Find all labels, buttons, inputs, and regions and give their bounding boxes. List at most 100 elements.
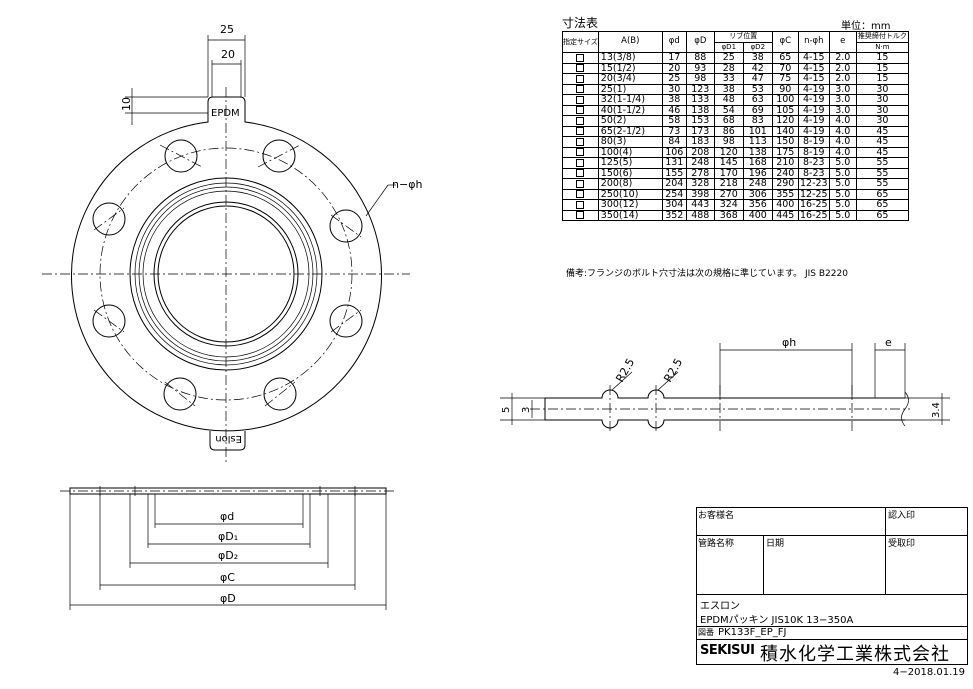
size-checkbox-cell[interactable]: [562, 52, 599, 64]
size-checkbox-cell[interactable]: [562, 115, 599, 127]
table-cell: 98: [685, 73, 715, 85]
size-checkbox-cell[interactable]: [562, 178, 599, 190]
size-checkbox[interactable]: [576, 211, 585, 219]
table-cell: 210: [771, 157, 799, 169]
size-checkbox-cell[interactable]: [562, 73, 599, 85]
table-cell: 17: [661, 52, 687, 64]
header-d: φd: [661, 31, 687, 53]
table-cell: 4-19: [797, 104, 830, 116]
table-cell: 65(2-1/2): [597, 125, 663, 137]
size-checkbox[interactable]: [576, 148, 585, 156]
size-checkbox-cell[interactable]: [562, 125, 599, 137]
table-cell: 5.0: [828, 157, 857, 169]
table-cell: 150: [771, 136, 799, 148]
size-checkbox-cell[interactable]: [562, 62, 599, 74]
table-cell: 38: [661, 94, 687, 106]
bolt-holes: [92, 139, 363, 411]
table-cell: 58: [661, 115, 687, 127]
table-cell: 4-19: [797, 125, 830, 137]
size-checkbox-cell[interactable]: [562, 209, 599, 221]
table-cell: 133: [685, 94, 715, 106]
size-checkbox-cell[interactable]: [562, 157, 599, 169]
table-cell: 204: [661, 178, 687, 190]
table-cell: 5.0: [828, 209, 857, 221]
table-cell: 38: [713, 83, 744, 95]
size-checkbox-cell[interactable]: [562, 167, 599, 179]
table-cell: 218: [713, 178, 744, 190]
table-cell: 106: [661, 146, 687, 158]
header-nh: n-φh: [797, 31, 830, 53]
table-cell: 4-19: [797, 83, 830, 95]
pipe-route-label: 管路名称: [698, 539, 735, 549]
table-cell: 248: [742, 178, 773, 190]
table-cell: 131: [661, 157, 687, 169]
size-checkbox[interactable]: [576, 64, 585, 72]
table-cell: 15: [855, 62, 910, 74]
table-cell: 8-23: [797, 167, 830, 179]
size-checkbox[interactable]: [576, 137, 585, 146]
table-cell: 98: [713, 136, 744, 148]
dim-25-label: 25: [220, 23, 234, 36]
size-checkbox[interactable]: [576, 95, 585, 104]
size-checkbox[interactable]: [576, 179, 585, 188]
dim-D-label: φD: [220, 592, 236, 605]
size-checkbox-cell[interactable]: [562, 94, 599, 106]
size-checkbox[interactable]: [576, 200, 585, 209]
table-cell: 300(12): [597, 199, 663, 211]
size-checkbox-cell[interactable]: [562, 83, 599, 95]
size-checkbox[interactable]: [576, 74, 585, 83]
unit-label: 単位：mm: [841, 21, 891, 32]
table-cell: 4.0: [828, 115, 857, 127]
table-cell: 350(14): [597, 209, 663, 221]
table-cell: 113: [742, 136, 773, 148]
table-cell: 75: [771, 73, 799, 85]
table-cell: 356: [742, 199, 773, 211]
table-cell: 84: [661, 136, 687, 148]
size-checkbox-cell[interactable]: [562, 136, 599, 148]
table-cell: 4-15: [797, 52, 830, 64]
size-checkbox[interactable]: [576, 53, 585, 62]
size-checkbox[interactable]: [576, 116, 585, 125]
table-cell: 8-23: [797, 157, 830, 169]
table-cell: 38: [742, 52, 773, 64]
size-checkbox-cell[interactable]: [562, 199, 599, 211]
table-cell: 120: [771, 115, 799, 127]
table-cell: 46: [661, 104, 687, 116]
size-checkbox-cell[interactable]: [562, 188, 599, 200]
header-d2: φD2: [742, 41, 773, 53]
table-cell: 150(6): [597, 167, 663, 179]
size-checkbox[interactable]: [576, 190, 585, 198]
table-cell: 90: [771, 83, 799, 95]
table-cell: 32(1-1/4): [597, 94, 663, 106]
table-cell: 48: [713, 94, 744, 106]
table-cell: 208: [685, 146, 715, 158]
dim-34-label: 3.4: [931, 402, 942, 418]
size-checkbox-cell[interactable]: [562, 104, 599, 116]
table-cell: 12-25: [797, 188, 830, 200]
table-cell: 155: [661, 167, 687, 179]
table-cell: 4-19: [797, 115, 830, 127]
table-cell: 400: [771, 199, 799, 211]
approval-label: 認入印: [888, 511, 916, 521]
table-cell: 80(3): [597, 136, 663, 148]
size-checkbox[interactable]: [576, 169, 585, 177]
size-checkbox[interactable]: [576, 127, 585, 135]
table-cell: 25: [661, 73, 687, 85]
size-checkbox[interactable]: [576, 85, 585, 93]
title-block: お客様名 認入印 管路名称 日期 受取印 エスロン EPDMパッキン JIS10…: [696, 507, 968, 665]
size-checkbox[interactable]: [576, 106, 585, 114]
table-cell: 86: [713, 125, 744, 137]
size-checkbox[interactable]: [576, 158, 585, 167]
table-cell: 4-15: [797, 73, 830, 85]
table-cell: 100(4): [597, 146, 663, 158]
table-cell: 15: [855, 73, 910, 85]
size-checkbox-cell[interactable]: [562, 146, 599, 158]
table-cell: 368: [713, 209, 744, 221]
